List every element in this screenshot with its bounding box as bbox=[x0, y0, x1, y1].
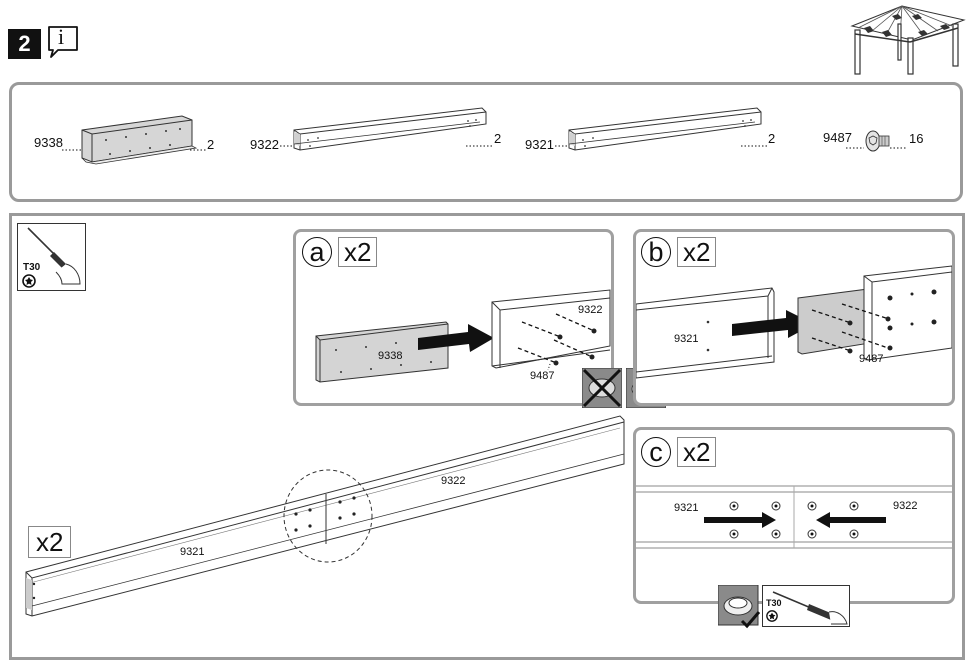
tool-label: T30 bbox=[23, 262, 41, 273]
torx-icon bbox=[22, 274, 36, 288]
part-code: 9338 bbox=[34, 135, 63, 150]
screwdriver-icon bbox=[771, 588, 849, 626]
info-icon: i bbox=[46, 24, 80, 60]
assembly-panel bbox=[9, 213, 965, 660]
substep-b-drawing bbox=[636, 262, 952, 402]
part-code: 9322 bbox=[250, 137, 279, 152]
substep-c-panel bbox=[633, 427, 955, 604]
bracket-9338-drawing bbox=[60, 110, 210, 170]
screwdriver-icon bbox=[22, 226, 84, 288]
part-qty: 2 bbox=[768, 131, 776, 146]
substep-a-drawing bbox=[296, 280, 612, 390]
parts-list-panel bbox=[9, 82, 963, 202]
substep-a-letter: a bbox=[302, 237, 332, 267]
main-beam-drawing bbox=[20, 410, 630, 625]
label-9321: 9321 bbox=[674, 502, 699, 514]
label-9321: 9321 bbox=[180, 546, 205, 558]
part-code: 9487 bbox=[823, 130, 852, 145]
label-9322: 9322 bbox=[893, 500, 918, 512]
screw-head-icon bbox=[718, 585, 762, 629]
label-9487: 9487 bbox=[859, 353, 884, 365]
beam-9321-drawing bbox=[555, 102, 775, 162]
torx-icon bbox=[766, 610, 778, 622]
gazebo-icon bbox=[848, 4, 966, 76]
part-code: 9321 bbox=[525, 137, 554, 152]
no-screw-icon bbox=[582, 368, 622, 408]
label-9487: 9487 bbox=[530, 370, 555, 382]
substep-a-multiplier: x2 bbox=[338, 237, 378, 267]
label-9322: 9322 bbox=[441, 475, 466, 487]
label-9321: 9321 bbox=[674, 333, 699, 345]
substep-c-letter: c bbox=[641, 437, 671, 467]
tool-label: T30 bbox=[766, 598, 782, 608]
screw-icon bbox=[846, 126, 910, 156]
step-number: 2 bbox=[8, 29, 41, 59]
substep-c-multiplier: x2 bbox=[677, 437, 717, 467]
label-9322: 9322 bbox=[578, 304, 603, 316]
tool-box-small: T30 bbox=[762, 585, 850, 627]
substep-b-letter: b bbox=[641, 237, 671, 267]
part-qty: 16 bbox=[909, 131, 924, 146]
main-multiplier: x2 bbox=[28, 526, 72, 558]
part-qty: 2 bbox=[207, 137, 215, 152]
beam-9322-drawing bbox=[280, 102, 500, 162]
substep-b-multiplier: x2 bbox=[677, 237, 717, 267]
info-symbol: i bbox=[58, 24, 65, 49]
part-qty: 2 bbox=[494, 131, 502, 146]
label-9338: 9338 bbox=[378, 350, 403, 362]
tool-box: T30 bbox=[17, 223, 86, 291]
substep-c-drawing bbox=[636, 480, 952, 560]
